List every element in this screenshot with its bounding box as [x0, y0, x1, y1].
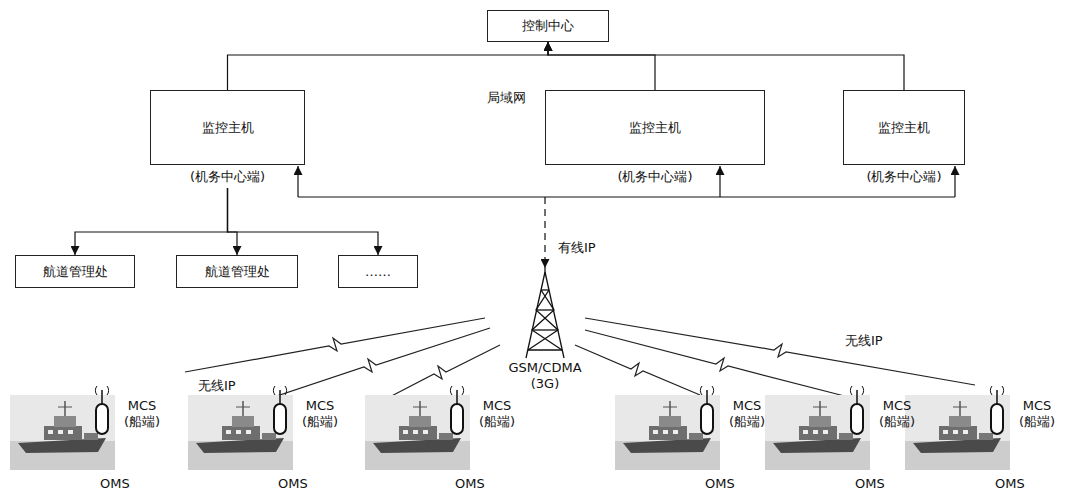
wireless-line — [585, 330, 860, 400]
box-outline: 控制中心 — [487, 10, 609, 42]
antenna-symbol — [95, 386, 108, 434]
tower-bar — [532, 329, 558, 330]
monitor-host-box: 监控主机 (机务中心端) — [545, 90, 765, 185]
wireless-line — [585, 318, 975, 385]
ship-system-label: OMS — [855, 476, 885, 492]
antenna-symbol — [700, 386, 713, 434]
station-label: GSM/CDMA (3G) — [505, 360, 585, 391]
ship-terminal-label: MCS (船端) — [875, 398, 919, 429]
connector — [228, 188, 238, 255]
channel-office-box: 航道管理处 — [15, 255, 135, 288]
tower-bar — [541, 289, 549, 290]
box-title: 监控主机 — [202, 119, 254, 137]
channel-office-box: 航道管理处 — [176, 255, 298, 288]
connector — [228, 42, 549, 90]
tower-lattice — [528, 290, 562, 350]
box-outline: 监控主机 — [545, 90, 765, 165]
control-center-box: 控制中心 — [487, 10, 609, 42]
ellipsis-box: …… — [338, 255, 418, 288]
ship-terminal-label: MCS (船端) — [120, 398, 164, 429]
monitor-host-box: 监控主机 (机务中心端) — [843, 90, 965, 185]
antenna-symbol — [273, 386, 286, 434]
radio-tower — [526, 262, 564, 358]
wireless-line — [380, 345, 500, 402]
ship-terminal-label: MCS (船端) — [1015, 398, 1059, 429]
box-outline: 监控主机 — [150, 90, 305, 165]
box-outline: 监控主机 — [843, 90, 965, 165]
ship-system-label: OMS — [995, 476, 1025, 492]
bus-arrow — [297, 166, 298, 197]
tower-bar — [536, 309, 554, 310]
tower-bar — [528, 349, 562, 350]
network-label: 局域网 — [487, 90, 526, 106]
box-title: 监控主机 — [878, 119, 930, 137]
monitor-host-box: 监控主机 (机务中心端) — [150, 90, 305, 185]
tower-tip — [544, 262, 545, 272]
box-title: 控制中心 — [522, 17, 574, 35]
connector — [548, 42, 904, 90]
box-caption: (机务中心端) — [150, 169, 305, 185]
antenna-symbol — [850, 386, 863, 434]
ship-terminal-label: MCS (船端) — [725, 398, 769, 429]
box-caption: (机务中心端) — [843, 169, 965, 185]
bus-line — [298, 196, 955, 197]
ship-system-label: OMS — [278, 476, 308, 492]
link-label: 有线IP — [558, 240, 596, 256]
wireless-line — [575, 345, 700, 395]
ship-system-label: OMS — [455, 476, 485, 492]
box-title: 监控主机 — [629, 119, 681, 137]
ship-terminal-label: MCS (船端) — [475, 398, 519, 429]
wired-bus — [298, 166, 955, 268]
ship-terminal-label: MCS (船端) — [298, 398, 342, 429]
box-outline: …… — [338, 255, 418, 288]
box-title: 航道管理处 — [205, 263, 270, 281]
connector — [548, 42, 655, 90]
ship-system-label: OMS — [100, 476, 130, 492]
wired-ip-line — [544, 197, 545, 268]
bus-arrow — [954, 166, 955, 197]
antenna-symbol — [450, 386, 463, 434]
box-title: …… — [365, 264, 391, 279]
connector — [228, 188, 379, 255]
antenna-symbol — [990, 386, 1003, 434]
connector — [75, 188, 228, 255]
box-caption: (机务中心端) — [545, 169, 765, 185]
box-outline: 航道管理处 — [15, 255, 135, 288]
bus-arrow — [719, 166, 720, 197]
link-label: 无线IP — [845, 333, 883, 349]
wireless-line — [185, 318, 485, 372]
ship-system-label: OMS — [705, 476, 735, 492]
box-outline: 航道管理处 — [176, 255, 298, 288]
box-title: 航道管理处 — [43, 263, 108, 281]
link-label: 无线IP — [198, 378, 236, 394]
